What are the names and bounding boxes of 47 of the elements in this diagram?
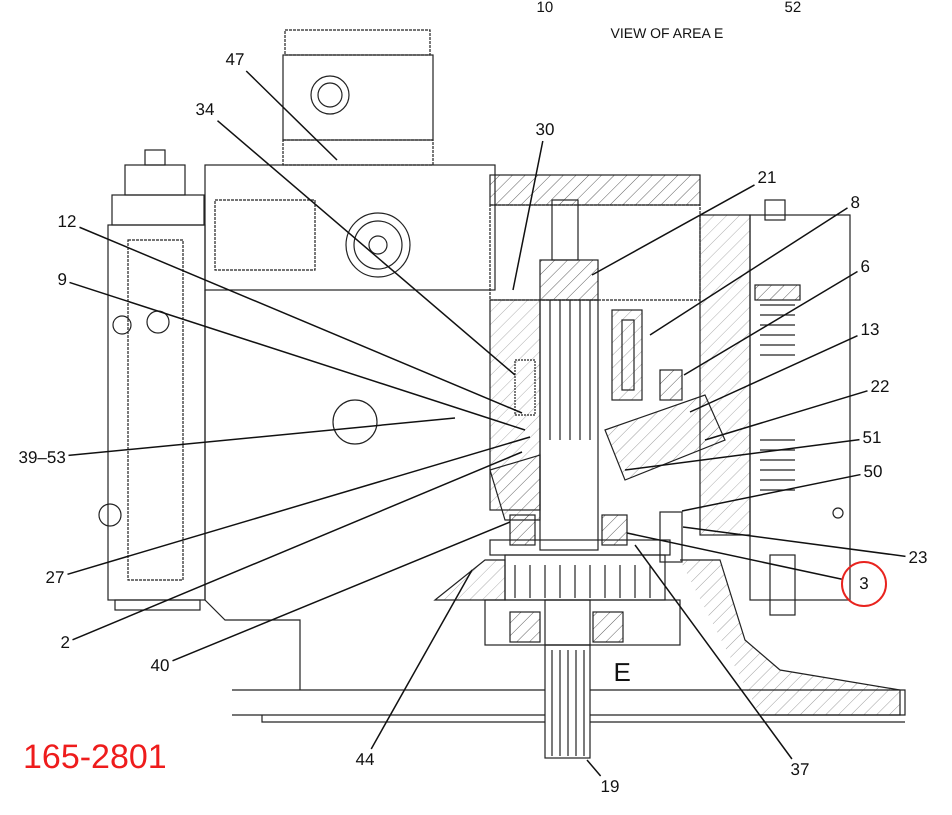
leader-line bbox=[684, 270, 858, 376]
callout-number: 21 bbox=[758, 168, 776, 188]
leader-line bbox=[217, 120, 516, 376]
callout-number: 22 bbox=[870, 377, 890, 397]
callout-number: 8 bbox=[850, 193, 860, 213]
view-title: VIEW OF AREA E bbox=[610, 26, 724, 40]
callout-number: 44 bbox=[356, 750, 374, 770]
callout-number: 39–53 bbox=[18, 448, 66, 468]
leader-line bbox=[690, 335, 858, 413]
area-letter: E bbox=[614, 659, 631, 685]
leader-line bbox=[67, 436, 530, 575]
callout-number: 51 bbox=[862, 428, 882, 448]
leader-line bbox=[246, 70, 338, 161]
callout-number: 37 bbox=[790, 760, 810, 780]
leader-line bbox=[68, 417, 456, 456]
leader-line bbox=[682, 526, 906, 558]
callout-number: 10 bbox=[536, 0, 554, 15]
leader-line bbox=[586, 760, 602, 776]
leader-line bbox=[79, 226, 522, 414]
callout-number: 19 bbox=[600, 777, 620, 797]
callout-number: 9 bbox=[58, 270, 67, 290]
leader-line bbox=[592, 184, 755, 276]
callout-number: 13 bbox=[860, 320, 880, 340]
leader-line bbox=[172, 521, 510, 662]
callout-number: 50 bbox=[864, 462, 882, 482]
callout-number: 27 bbox=[46, 568, 64, 588]
leader-line bbox=[626, 532, 842, 580]
callout-number: 2 bbox=[60, 633, 70, 653]
callout-number: 6 bbox=[860, 257, 870, 277]
leader-line bbox=[69, 282, 526, 431]
callout-number: 47 bbox=[226, 50, 244, 70]
part-number: 165-2801 bbox=[23, 740, 167, 774]
leader-line bbox=[682, 474, 861, 512]
leader-line bbox=[370, 570, 473, 750]
callout-number: 52 bbox=[784, 0, 802, 15]
leader-line bbox=[634, 544, 793, 760]
leader-line bbox=[624, 438, 860, 471]
callout-number: 30 bbox=[536, 120, 554, 140]
leader-line bbox=[72, 451, 522, 641]
callout-number: 23 bbox=[908, 548, 928, 568]
leader-line bbox=[512, 140, 544, 290]
callout-number: 34 bbox=[196, 100, 214, 120]
callout-number: 40 bbox=[150, 656, 170, 676]
leader-line bbox=[650, 207, 848, 336]
leader-line bbox=[704, 390, 868, 441]
circled-callout-number: 3 bbox=[841, 561, 887, 607]
callout-number: 12 bbox=[58, 212, 76, 232]
